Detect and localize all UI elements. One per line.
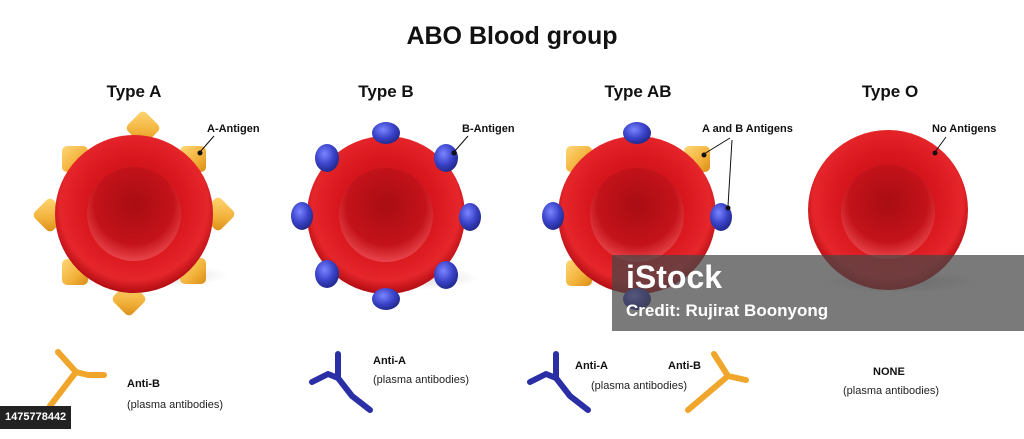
type-o-title: Type O	[861, 82, 919, 101]
antibody-sub-type-o: (plasma antibodies)	[843, 385, 939, 397]
type-ab-title: Type AB	[604, 82, 672, 101]
antibody-anti-b-icon	[47, 349, 107, 409]
antibody-sub-type-a: (plasma antibodies)	[127, 399, 223, 411]
type-b-title: Type B	[358, 82, 414, 101]
antibody-label-type-o: NONE	[873, 366, 905, 378]
antibody-label-type-ab-b: Anti-B	[668, 360, 701, 372]
callout-a-antigen: A-Antigen	[207, 123, 260, 135]
callout-lines	[197, 135, 947, 211]
type-a-title: Type A	[106, 82, 162, 101]
watermark-credit: Credit: Rujirat Boonyong	[626, 301, 829, 320]
antibody-label-type-b: Anti-A	[373, 355, 406, 367]
callout-no-antigens: No Antigens	[932, 123, 997, 135]
antibody-label-type-ab-a: Anti-A	[575, 360, 608, 372]
antibody-sub-type-ab: (plasma antibodies)	[591, 380, 687, 392]
antigen-b-markers	[291, 122, 481, 310]
antibody-label-type-a: Anti-B	[127, 378, 160, 390]
stock-id-badge: 1475778442	[0, 406, 72, 429]
antibody-anti-a-icon	[309, 351, 373, 413]
watermark-banner: iStock Credit: Rujirat Boonyong	[612, 255, 1024, 331]
cell-type-b	[291, 122, 481, 310]
antibody-anti-b-ab-icon	[685, 351, 749, 413]
callout-ab-antigens: A and B Antigens	[702, 123, 793, 135]
istock-logo: iStock	[626, 259, 723, 295]
antibody-anti-a-ab-icon	[527, 351, 591, 413]
antibody-sub-type-b: (plasma antibodies)	[373, 374, 469, 386]
callout-b-antigen: B-Antigen	[462, 123, 515, 135]
page-title: ABO Blood group	[406, 22, 618, 50]
cell-type-a	[33, 111, 235, 316]
